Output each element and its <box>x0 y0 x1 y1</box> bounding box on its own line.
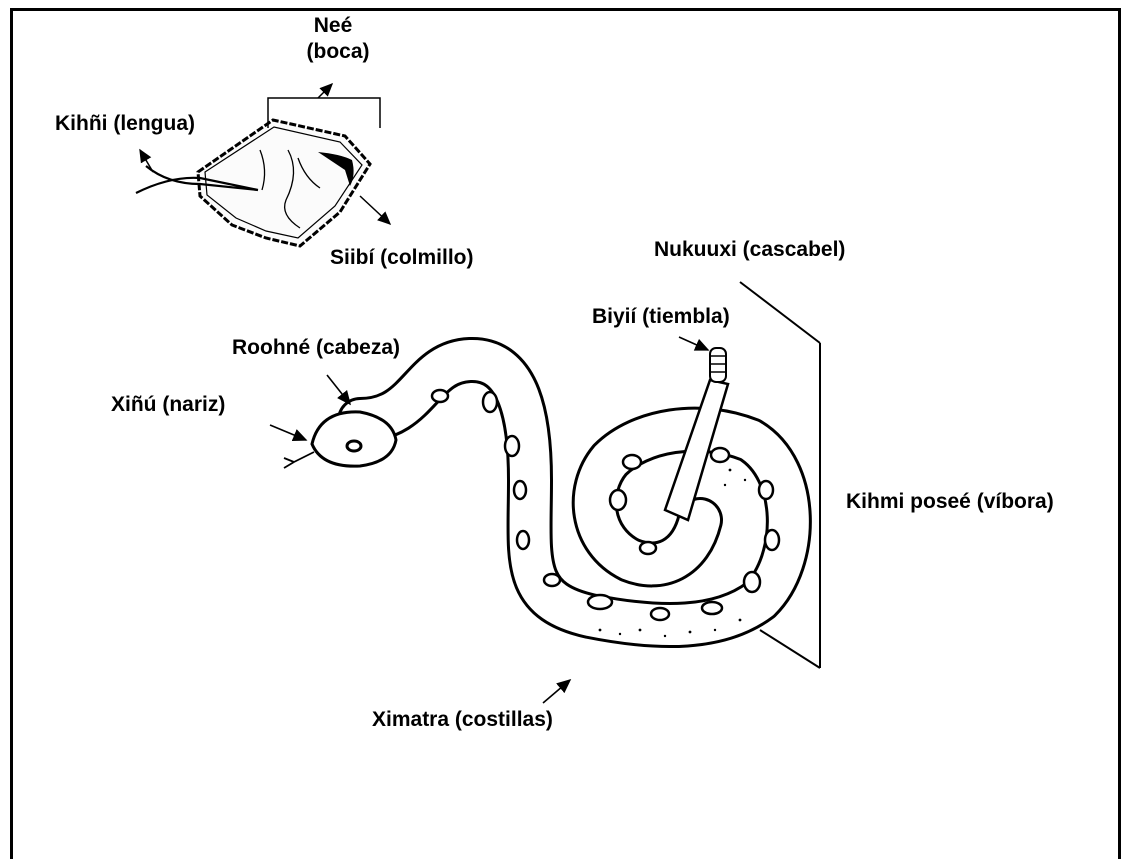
label-head: Roohné (cabeza) <box>232 336 400 360</box>
snake-head <box>312 412 396 466</box>
label-mouth-gloss: (boca) <box>290 40 386 64</box>
label-mouth-word: Neé <box>303 14 363 38</box>
mouth-inset <box>136 84 390 246</box>
label-tongue: Kihñi (lengua) <box>55 112 195 136</box>
label-nose: Xiñú (nariz) <box>111 393 225 417</box>
label-tremble: Biyií (tiembla) <box>592 305 730 329</box>
rattle-shape <box>710 348 726 382</box>
snake-eye <box>347 441 361 451</box>
label-ribs: Ximatra (costillas) <box>372 708 553 732</box>
label-viper: Kihmi poseé (víbora) <box>846 490 1054 514</box>
label-fang: Siibí (colmillo) <box>330 246 474 270</box>
snake-body <box>284 348 789 637</box>
label-rattle: Nukuuxi (cascabel) <box>654 238 845 262</box>
